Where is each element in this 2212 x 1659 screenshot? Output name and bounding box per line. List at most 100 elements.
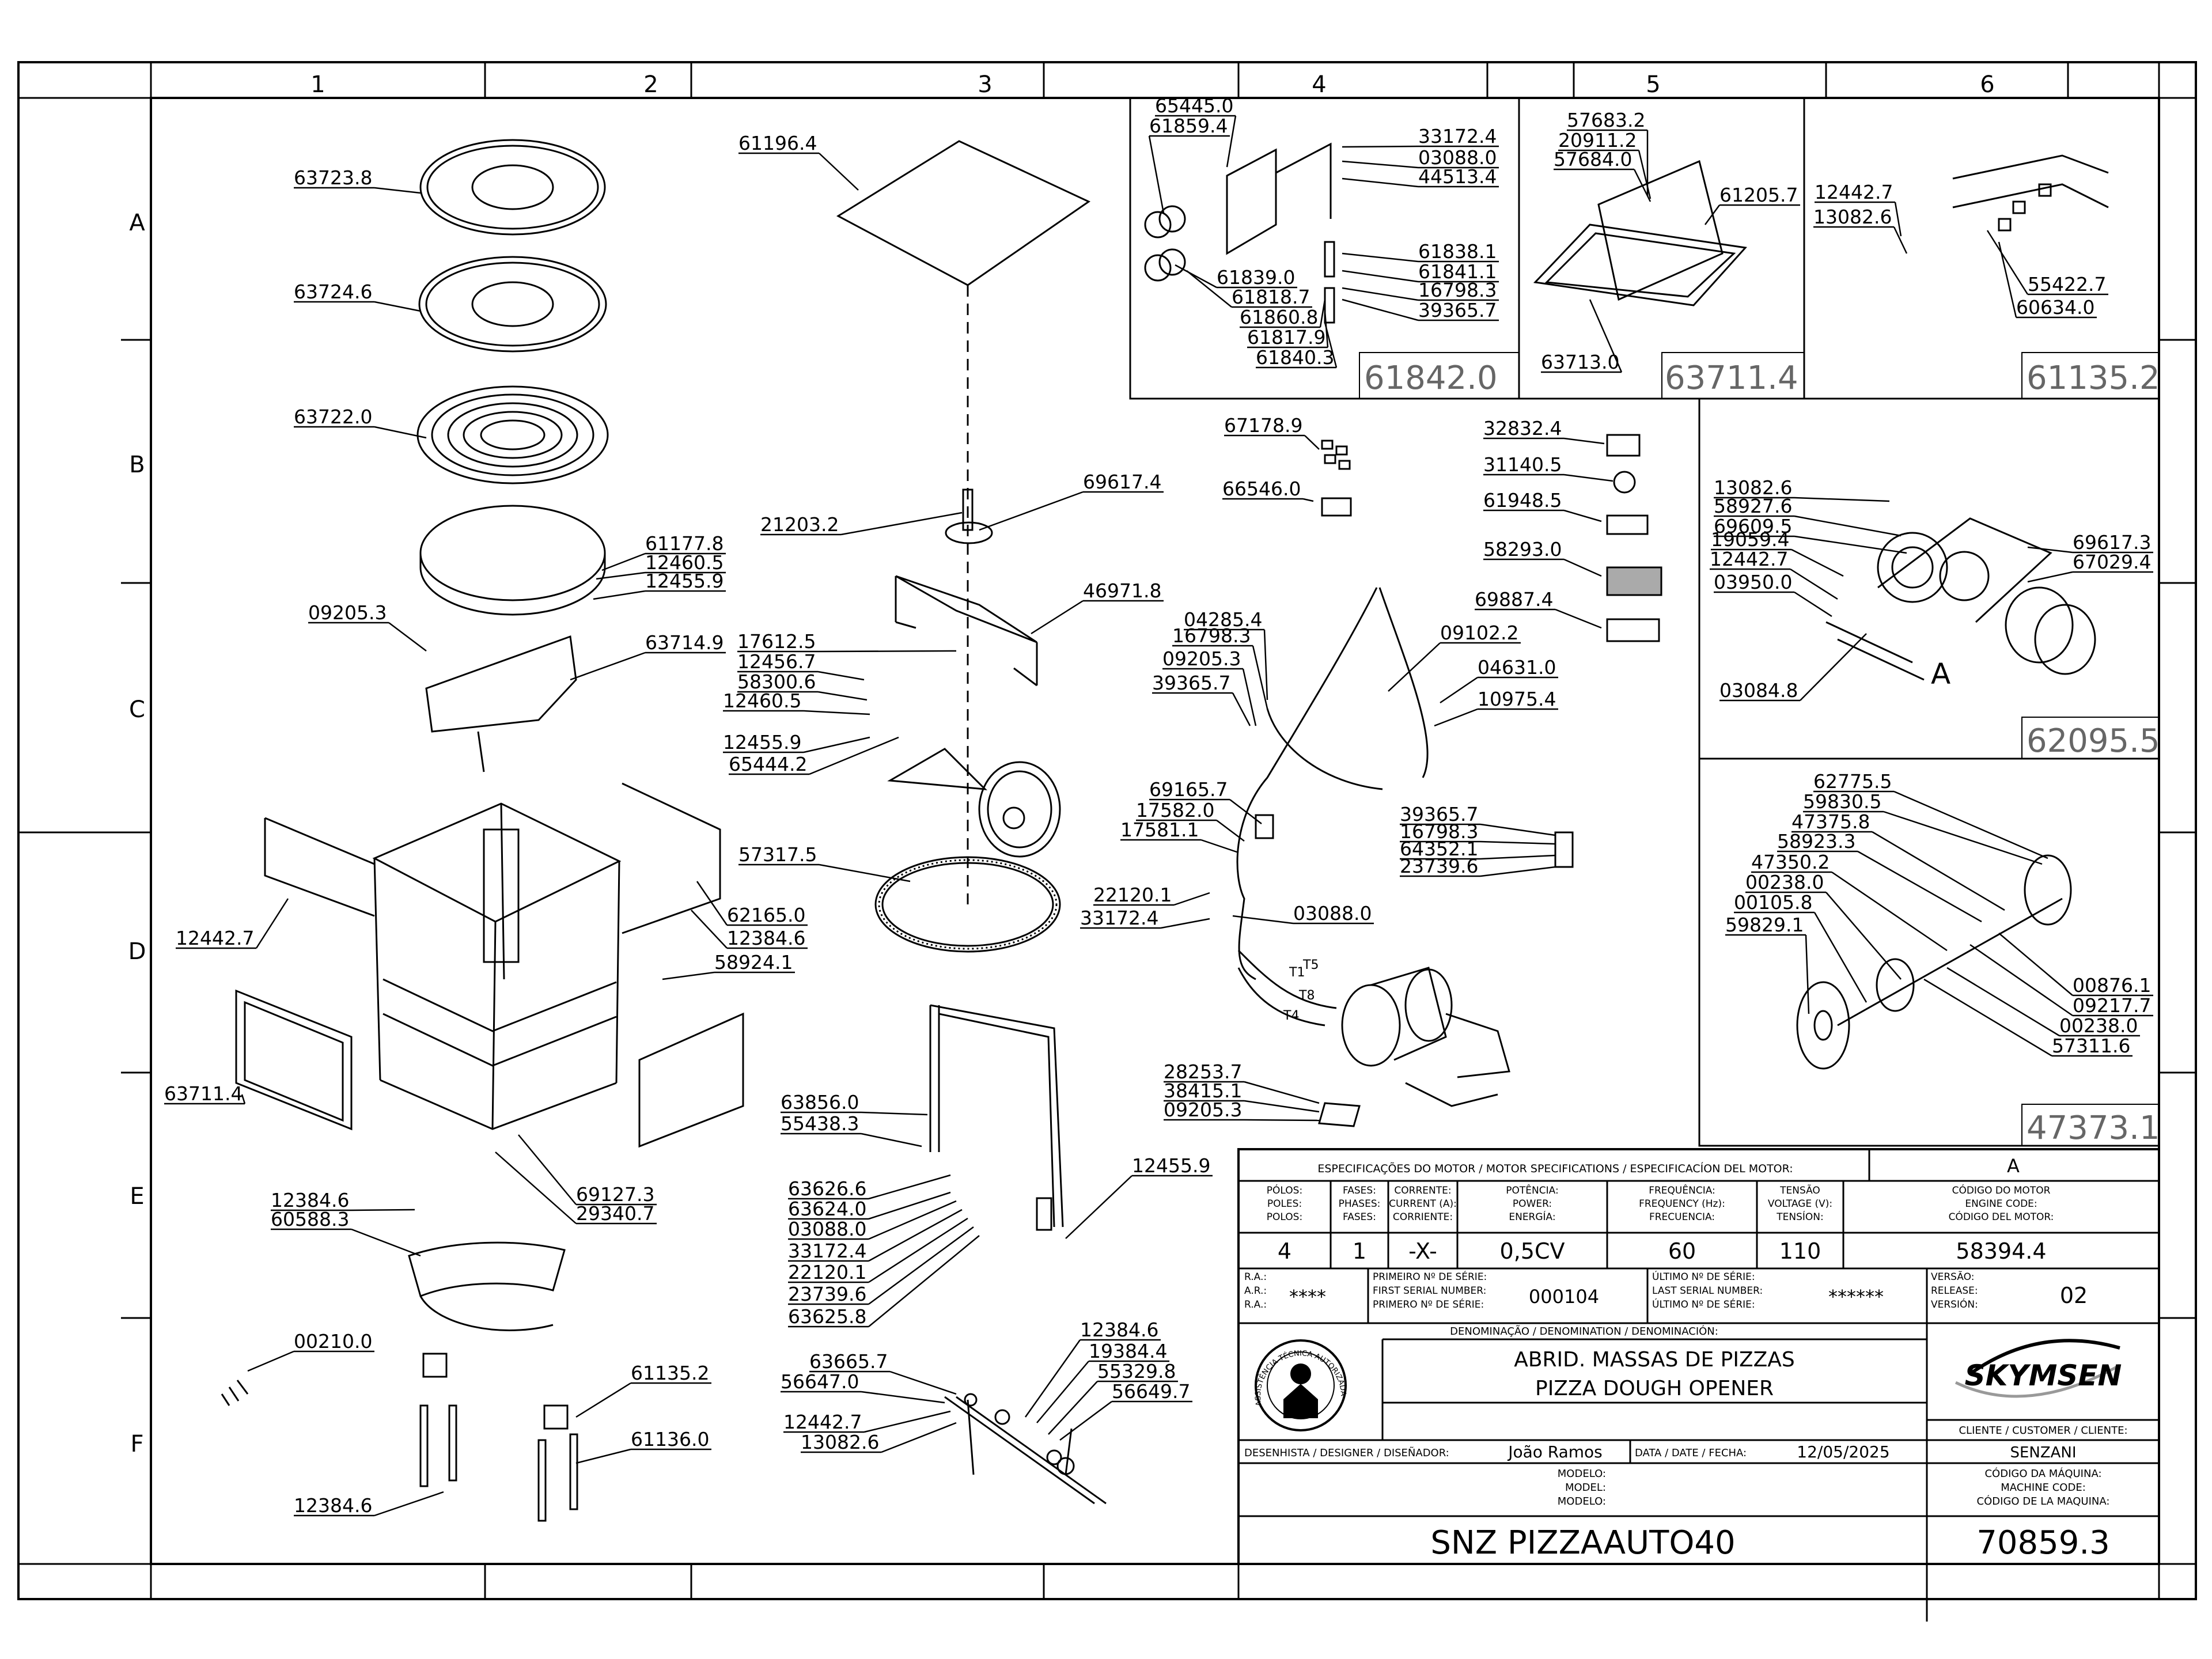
leader-line xyxy=(575,1448,631,1464)
motor-spec-heading: CÓDIGO DO MOTOR xyxy=(1952,1184,2051,1196)
leader-line xyxy=(809,736,899,775)
leader-line xyxy=(596,571,646,580)
part-number-label: 00105.8 xyxy=(1734,891,1812,914)
detail-box-frames xyxy=(1129,97,2160,1147)
motor-spec-heading: PÓLOS: xyxy=(1267,1184,1302,1196)
leader-line xyxy=(803,710,870,715)
base-frame xyxy=(235,782,744,1148)
part-number-label: 39365.7 xyxy=(1152,672,1230,694)
model-label-2: MODEL: xyxy=(1565,1482,1606,1494)
slide-rails xyxy=(419,1353,578,1522)
part-number-label: 55329.8 xyxy=(1097,1360,1176,1382)
leader-line xyxy=(1589,299,1623,373)
part-number-label: 44513.4 xyxy=(1418,165,1497,188)
part-number-label: 67029.4 xyxy=(2073,551,2151,573)
ra-label-1: R.A.: xyxy=(1244,1271,1267,1283)
leader-line xyxy=(1048,1381,1098,1435)
zone-col-4: 4 xyxy=(1312,71,1326,98)
part-number-label: 57311.6 xyxy=(2052,1035,2130,1057)
part-number-label: 12442.7 xyxy=(1815,181,1893,203)
leader-line xyxy=(1148,135,1165,214)
part-number-label: 13082.6 xyxy=(1813,206,1892,228)
leader-line xyxy=(817,691,868,701)
model-name: SNZ PIZZAAUTO40 xyxy=(1430,1524,1735,1562)
client-value: SENZANI xyxy=(2010,1444,2076,1461)
part-number-label: 12384.6 xyxy=(271,1189,349,1211)
part-number-label: 03088.0 xyxy=(788,1218,866,1240)
part-number-label: 61838.1 xyxy=(1418,240,1497,263)
leader-line xyxy=(861,1391,945,1404)
part-number-label: 04631.0 xyxy=(1478,656,1556,679)
leader-line xyxy=(1831,871,1948,952)
leader-line xyxy=(1342,270,1419,283)
part-number-label: 00876.1 xyxy=(2073,974,2151,997)
part-number-label: 31140.5 xyxy=(1483,453,1562,476)
machine-code-label-2: MACHINE CODE: xyxy=(2001,1482,2086,1494)
leader-line xyxy=(1480,840,1556,845)
motor-spec-heading: POTÊNCIA: xyxy=(1506,1184,1558,1196)
motor-spec-heading: PHASES: xyxy=(1339,1198,1381,1210)
part-number-label: 65444.2 xyxy=(729,753,807,775)
leader-line xyxy=(1563,437,1605,445)
part-number-label: 63856.0 xyxy=(781,1091,859,1113)
motor-spec-value: 58394.4 xyxy=(1956,1238,2046,1264)
leader-line xyxy=(1065,1175,1132,1239)
denomination-en: PIZZA DOUGH OPENER xyxy=(1535,1377,1774,1400)
leader-line xyxy=(374,187,421,194)
part-number-label: 59829.1 xyxy=(1725,914,1804,936)
leader-line xyxy=(1342,145,1419,148)
part-number-label: 58293.0 xyxy=(1483,538,1562,560)
part-number-label: 39365.7 xyxy=(1400,803,1478,825)
leader-line xyxy=(1229,799,1262,824)
title-block: ESPECIFICAÇÕES DO MOTOR / MOTOR SPECIFIC… xyxy=(1244,1155,2128,1562)
leader-line xyxy=(1825,892,1902,980)
leader-line xyxy=(1388,642,1441,692)
part-number-label: 19384.4 xyxy=(1089,1340,1167,1362)
leader-line xyxy=(881,1422,957,1453)
ring-gear xyxy=(874,856,1061,953)
leader-line xyxy=(1794,515,1902,537)
part-number-label: 61135.2 xyxy=(631,1362,709,1384)
leader-line xyxy=(803,736,870,753)
gear-motor xyxy=(1341,967,1510,1107)
leader-line xyxy=(1434,708,1478,727)
part-number-label: 61860.8 xyxy=(1240,306,1318,328)
leader-line xyxy=(1232,692,1251,726)
leader-line xyxy=(1252,645,1268,709)
leader-line xyxy=(1704,204,1721,225)
leader-line xyxy=(868,1200,957,1240)
leader-line xyxy=(861,1111,928,1116)
plates-stack xyxy=(416,139,609,616)
leader-line xyxy=(868,1191,951,1220)
leader-line xyxy=(1226,115,1237,168)
motor-spec-value: 4 xyxy=(1278,1238,1291,1264)
leader-line xyxy=(1633,169,1652,202)
part-number-label: 63711.4 xyxy=(164,1082,243,1105)
client-label: CLIENTE / CUSTOMER / CLIENTE: xyxy=(1959,1425,2127,1437)
leader-line xyxy=(1024,1339,1081,1418)
leader-line xyxy=(1857,850,1982,923)
part-number-label: 63724.6 xyxy=(294,281,372,303)
date-label: DATA / DATE / FECHA: xyxy=(1635,1447,1747,1459)
leader-line xyxy=(1923,978,2052,1057)
leader-line xyxy=(1638,150,1652,199)
part-number-label: 61817.9 xyxy=(1247,326,1325,349)
leader-line xyxy=(255,898,289,949)
leader-line xyxy=(374,301,421,312)
leader-line xyxy=(593,590,646,600)
part-number-label: 38415.1 xyxy=(1164,1080,1242,1102)
first-serial-label-3: PRIMERO Nº DE SÉRIE: xyxy=(1373,1298,1484,1310)
leader-line xyxy=(1794,497,1890,502)
part-number-label: 32832.4 xyxy=(1483,417,1562,440)
part-number-label: 20911.2 xyxy=(1558,129,1637,151)
service-seal xyxy=(1255,1339,1347,1431)
machine-code-label-3: CÓDIGO DE LA MAQUINA: xyxy=(1977,1495,2110,1508)
part-number-label: 33172.4 xyxy=(788,1240,866,1262)
part-number-label: 12455.9 xyxy=(1132,1154,1210,1177)
part-number-label: 66546.0 xyxy=(1222,478,1301,500)
zone-col-5: 5 xyxy=(1646,71,1660,98)
part-number-label: 65445.0 xyxy=(1155,94,1233,117)
part-number-label: 62775.5 xyxy=(1813,770,1892,793)
leader-line xyxy=(1986,230,2029,295)
ra-label-3: R.A.: xyxy=(1244,1299,1267,1310)
